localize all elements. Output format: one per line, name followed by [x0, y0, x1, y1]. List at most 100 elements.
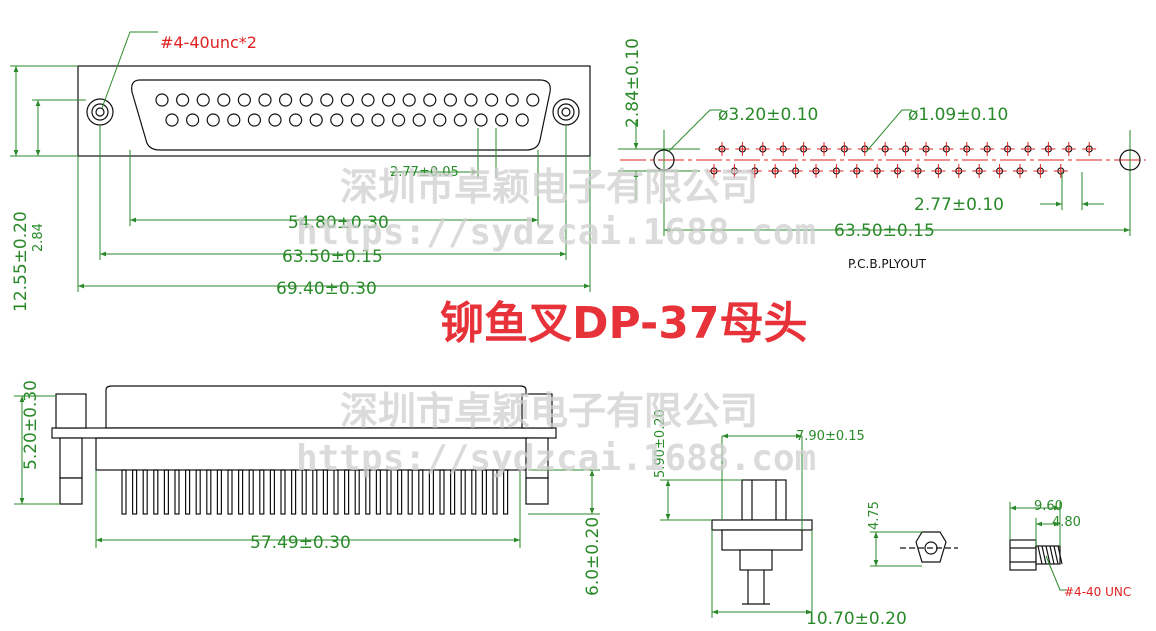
- pcb-layout-view: ø3.20±0.10 ø1.09±0.10 2.84±0.10 2.77±0.1…: [618, 38, 1146, 271]
- watermark-url: https://sydzcai.1688.com: [296, 212, 816, 253]
- hex-nut-view: 4.75: [867, 501, 958, 567]
- pin-hole: [433, 113, 447, 127]
- side-pin: [439, 469, 445, 515]
- side-pin: [450, 469, 456, 515]
- inner-width-label: 54.80±0.30: [288, 213, 389, 233]
- pin-array: [155, 93, 540, 127]
- side-pin: [397, 469, 403, 515]
- side-pin: [301, 469, 307, 515]
- pin-hole: [247, 113, 261, 127]
- side-pin: [312, 469, 318, 515]
- side-pin: [365, 469, 371, 515]
- side-pin: [269, 469, 275, 515]
- side-pin: [195, 469, 201, 515]
- pin-hole: [350, 113, 364, 127]
- side-pin: [375, 469, 381, 515]
- pcb-hole-spacing-label: 63.50±0.15: [834, 221, 935, 241]
- side-pin: [471, 469, 477, 515]
- side-pin: [142, 469, 148, 515]
- pcb-right-mount-hole: [1119, 149, 1141, 171]
- side-shell: [105, 385, 527, 429]
- pin-hole: [515, 113, 529, 127]
- side-pin: [216, 469, 222, 515]
- screw-view: 9.60 4.80 #4-40 UNC: [1009, 499, 1131, 599]
- side-pin: [238, 469, 244, 515]
- side-height-label: 5.20±0.30: [21, 380, 41, 470]
- side-pin: [227, 469, 233, 515]
- side-pin: [333, 469, 339, 515]
- end-hex-stack: [741, 479, 787, 521]
- pin-hole: [443, 93, 457, 107]
- pin-hole: [258, 93, 272, 107]
- side-pin: [344, 469, 350, 515]
- pin-hole: [320, 93, 334, 107]
- pin-hole: [464, 93, 478, 107]
- pin-hole: [176, 93, 190, 107]
- pin-hole: [361, 93, 375, 107]
- side-pin: [259, 469, 265, 515]
- side-pin: [206, 469, 212, 515]
- pcb-layout-label: P.C.B.PLYOUT: [848, 257, 927, 271]
- side-pin: [163, 469, 169, 515]
- pin-hole: [165, 113, 179, 127]
- pin-hole: [382, 93, 396, 107]
- pin-hole: [371, 113, 385, 127]
- pin-hole: [196, 93, 210, 107]
- pin-hole: [237, 93, 251, 107]
- pin-hole: [505, 93, 519, 107]
- pin-hole: [268, 113, 282, 127]
- side-pin: [503, 469, 509, 515]
- pin-hole: [309, 113, 323, 127]
- side-height-label: 2.84: [31, 223, 46, 252]
- pcb-mount-hole-label: ø3.20±0.10: [718, 105, 818, 125]
- pcb-left-mount-hole: [653, 149, 675, 171]
- end-flange: [711, 519, 813, 531]
- pin-hole: [186, 113, 200, 127]
- overall-height-label: 12.55±0.20: [11, 211, 31, 312]
- side-pin: [291, 469, 297, 515]
- pin-hole: [423, 93, 437, 107]
- pin-hole: [402, 93, 416, 107]
- watermark-company: 深圳市卓颖电子有限公司: [340, 165, 758, 209]
- screw-thread-label: #4-40 UNC: [1064, 585, 1131, 599]
- screw-head: [1009, 539, 1037, 571]
- end-width-label: 7.90±0.15: [796, 429, 865, 444]
- side-pin: [481, 469, 487, 515]
- side-pins: [121, 469, 509, 515]
- side-view: 5.20±0.30 57.49±0.30 6.0±0.20: [14, 380, 603, 596]
- side-pin: [132, 469, 138, 515]
- side-pin: [354, 469, 360, 515]
- pin-pitch-label: 2.77±0.05: [390, 165, 459, 180]
- pcb-hole-array: [707, 142, 1097, 178]
- left-mount-hole: [86, 98, 114, 126]
- side-pin: [407, 469, 413, 515]
- hex-nut: [915, 531, 947, 563]
- front-view: #4-40unc*2 2.77±0.05 54.80±0.30 63.50±0.…: [10, 31, 591, 312]
- thread-label: #4-40unc*2: [160, 33, 257, 52]
- right-mount-hole: [552, 98, 580, 126]
- drawing-title: 铆鱼叉DP-37母头: [440, 298, 808, 349]
- pin-hole: [155, 93, 169, 107]
- side-pin: [418, 469, 424, 515]
- side-pin: [248, 469, 254, 515]
- pin-hole: [485, 93, 499, 107]
- side-pin: [492, 469, 498, 515]
- end-view: 5.90±0.20 7.90±0.15 10.70±0.20: [653, 409, 907, 629]
- pin-hole: [330, 113, 344, 127]
- connector-shell: [131, 79, 551, 151]
- pin-length-label: 6.0±0.20: [583, 517, 603, 596]
- thread-length-label: 4.80: [1052, 515, 1081, 530]
- side-pin: [428, 469, 434, 515]
- pin-hole: [217, 93, 231, 107]
- end-base-width-label: 10.70±0.20: [806, 609, 907, 629]
- pin-hole: [299, 93, 313, 107]
- pin-hole: [495, 113, 509, 127]
- side-pin: [460, 469, 466, 515]
- end-height-label: 5.90±0.20: [653, 409, 668, 478]
- side-pin: [185, 469, 191, 515]
- pin-hole: [206, 113, 220, 127]
- hole-spacing-label: 63.50±0.15: [282, 247, 383, 267]
- side-pin: [322, 469, 328, 515]
